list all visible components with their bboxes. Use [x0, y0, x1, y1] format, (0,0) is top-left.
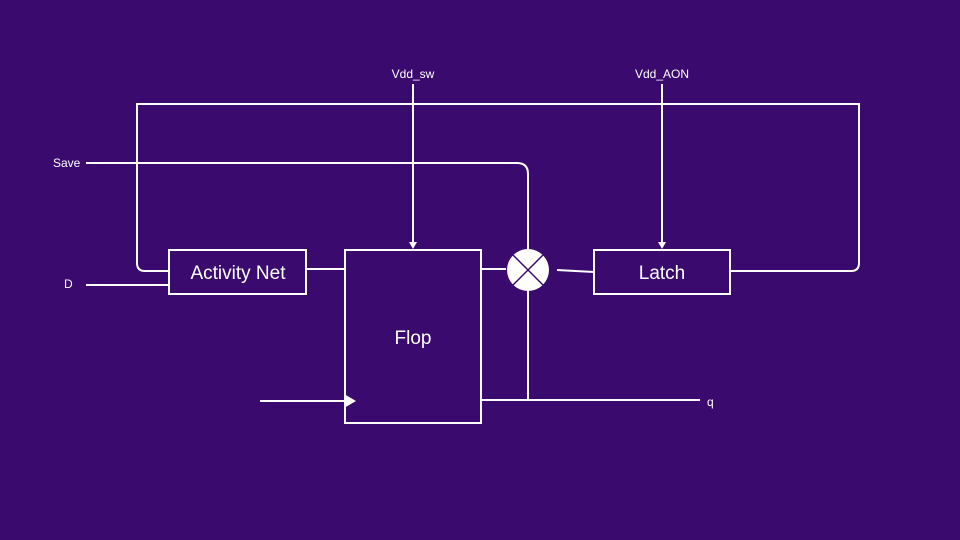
- flop-block: [344, 249, 482, 424]
- latch-label: Latch: [639, 263, 685, 284]
- vdd-sw-arrow-icon: [409, 242, 417, 249]
- flop-label: Flop: [395, 328, 432, 349]
- vdd-sw-label: Vdd_sw: [392, 67, 435, 81]
- activity-net-block: [168, 249, 307, 295]
- mux-switch-icon: [507, 249, 549, 291]
- vdd-aon-label: Vdd_AON: [635, 67, 689, 81]
- clock-arrow-icon: [344, 394, 356, 408]
- vdd-aon-arrow-icon: [658, 242, 666, 249]
- q-label: q: [707, 395, 714, 409]
- save-wire: [86, 162, 529, 249]
- d-label: D: [64, 277, 73, 291]
- feedback-wire: [136, 103, 860, 272]
- save-label: Save: [53, 156, 81, 170]
- mux-to-latch-wire: [556, 269, 595, 273]
- activity-net-label: Activity Net: [190, 263, 286, 284]
- latch-block: [593, 249, 731, 295]
